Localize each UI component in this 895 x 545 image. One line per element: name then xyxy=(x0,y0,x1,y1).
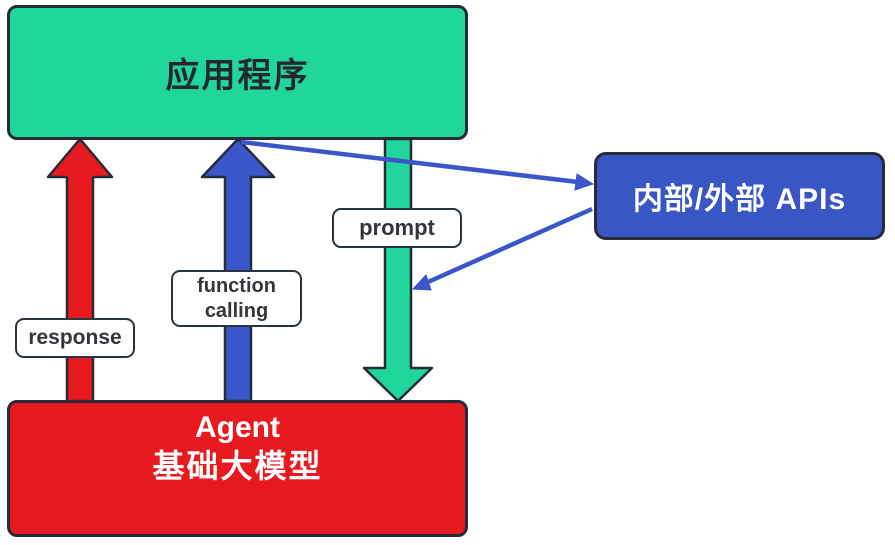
apis-label: 内部/外部 APIs xyxy=(632,183,847,216)
prompt-edge-label: prompt xyxy=(332,208,462,248)
application-label: 应用程序 xyxy=(165,57,310,95)
response-arrow xyxy=(46,137,114,403)
agent-label-line1: Agent xyxy=(195,411,280,444)
app-to-apis-connector xyxy=(240,139,595,191)
function-calling-edge-label: function calling xyxy=(171,270,302,327)
agent-label-line2: 基础大模型 xyxy=(152,447,323,484)
application-node: 应用程序 xyxy=(7,5,468,140)
apis-node: 内部/外部 APIs xyxy=(594,152,885,240)
response-edge-label: response xyxy=(15,318,135,358)
prompt-arrow xyxy=(362,137,434,403)
apis-to-prompt-connector xyxy=(411,206,593,291)
agent-node: Agent 基础大模型 xyxy=(7,400,468,537)
